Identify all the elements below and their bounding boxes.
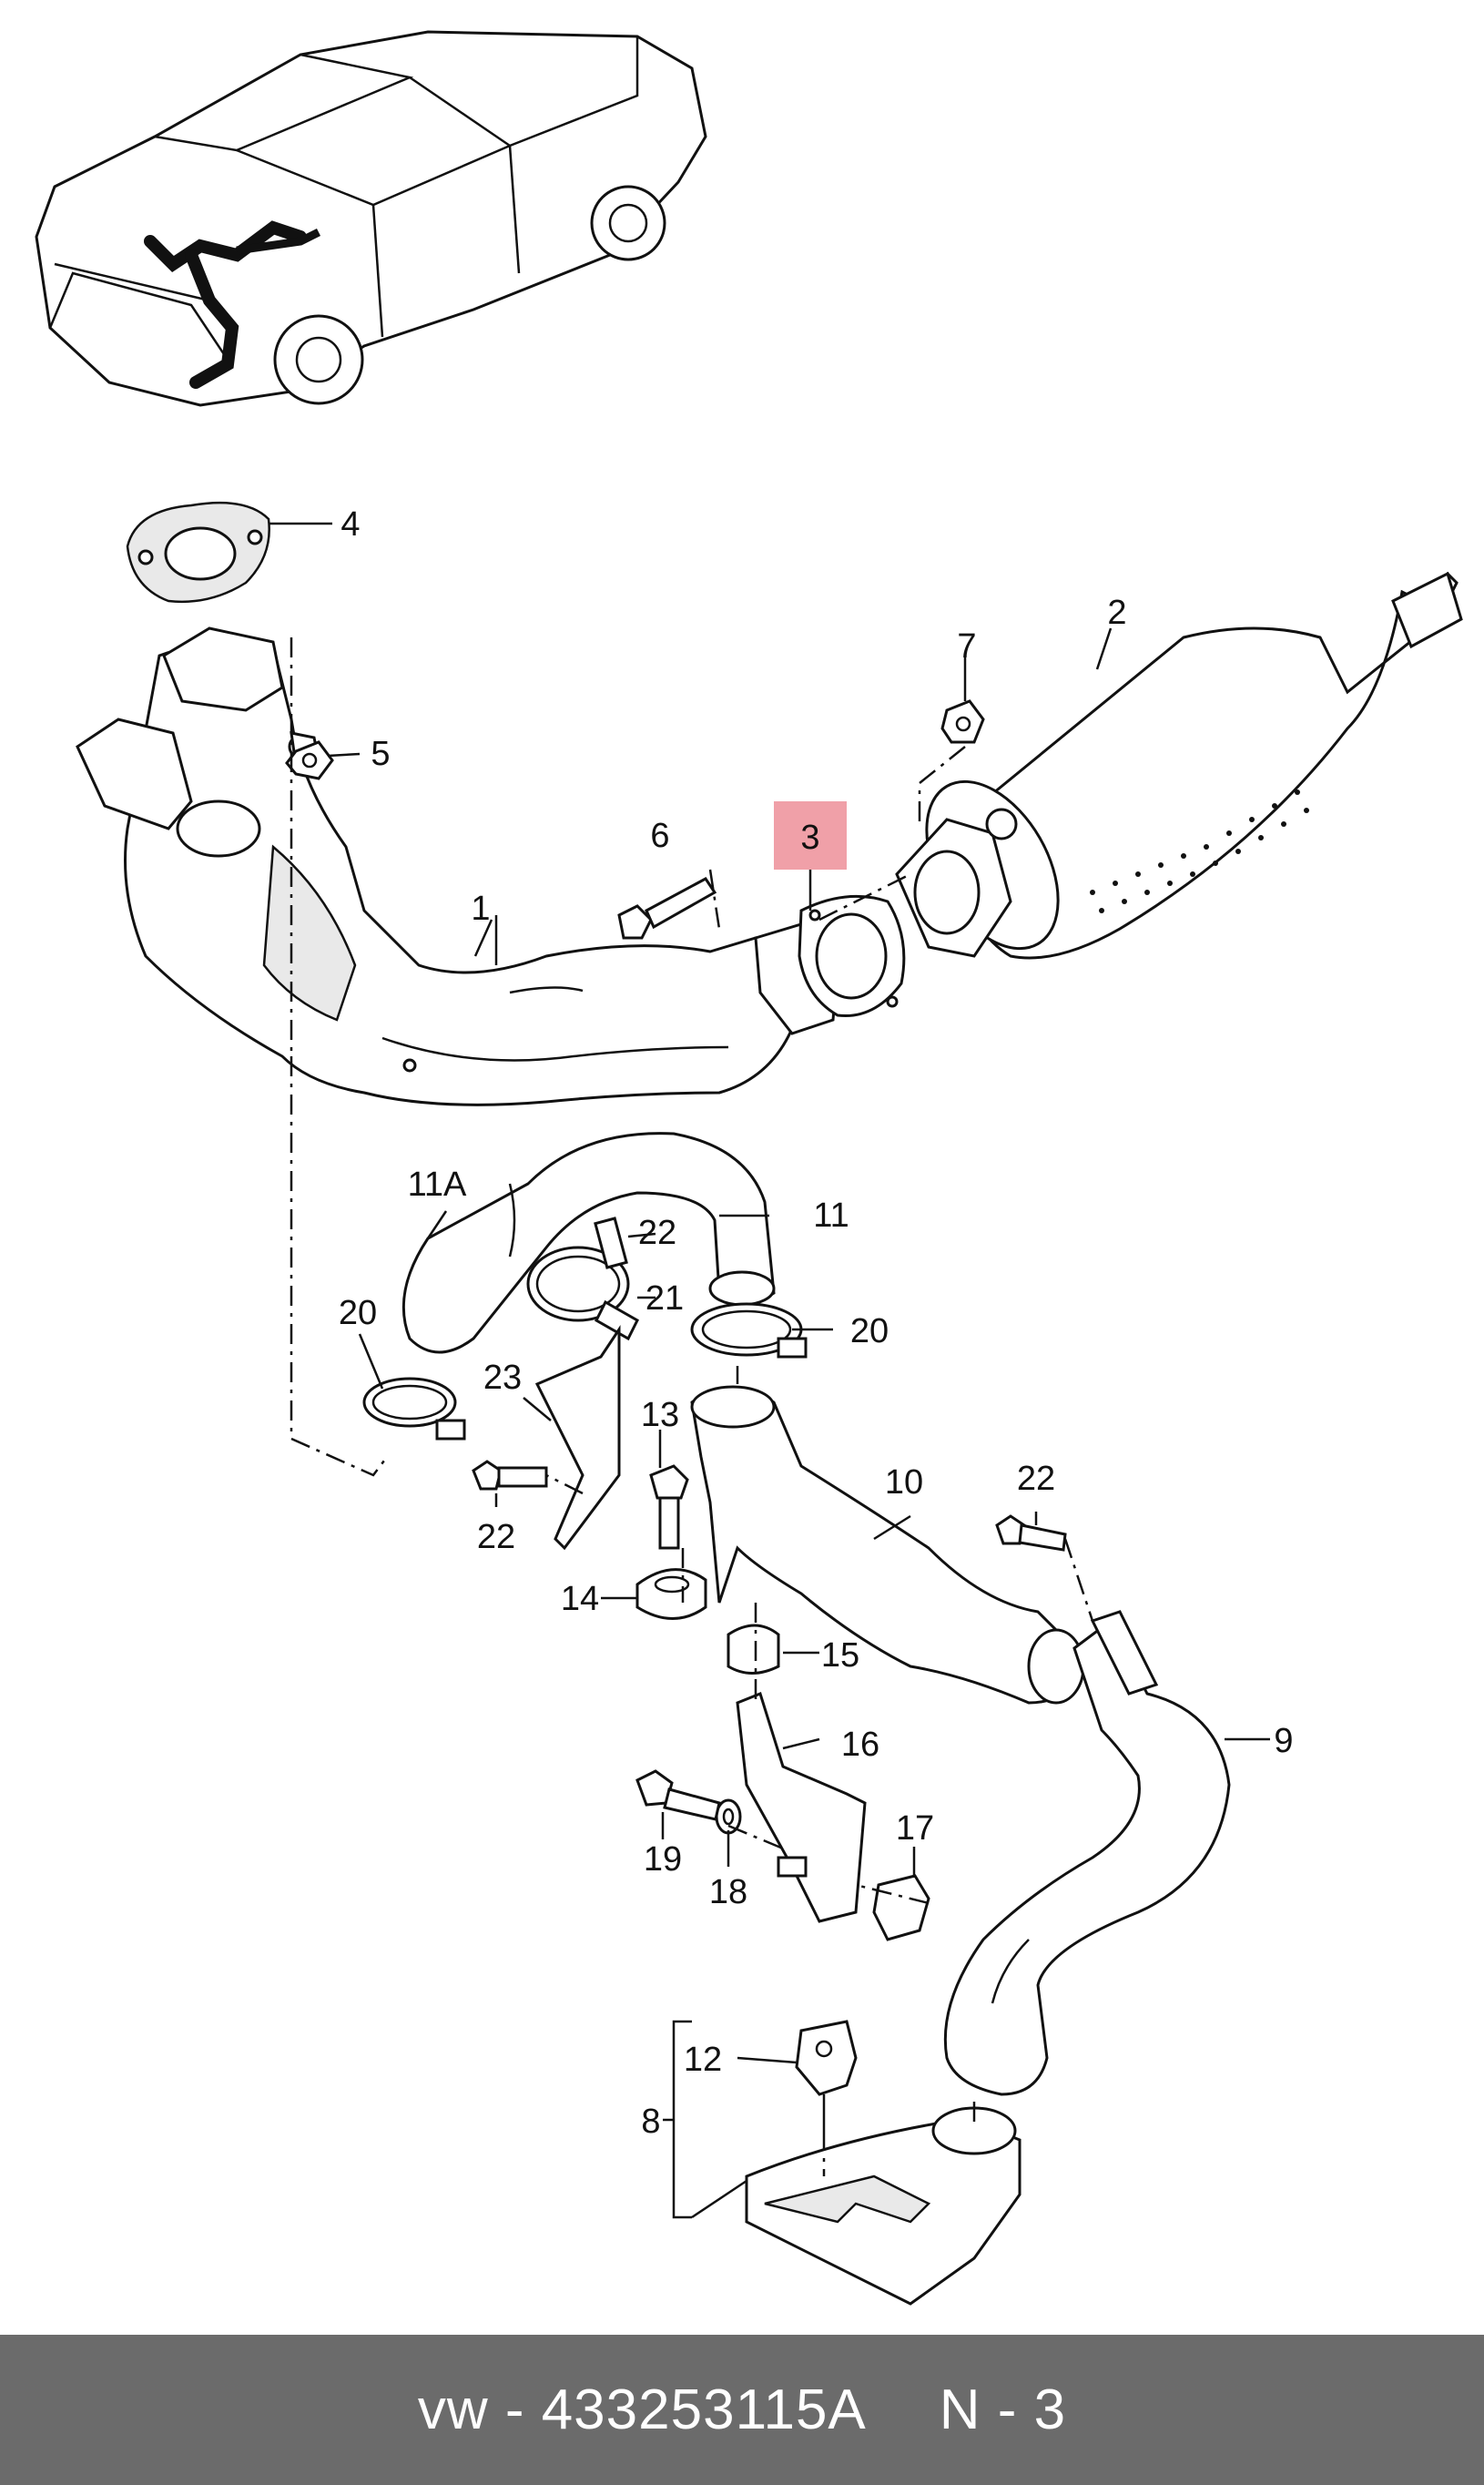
- callout-17: 17: [896, 1809, 934, 1848]
- callout-2: 2: [1107, 594, 1126, 632]
- callout-4: 4: [341, 505, 360, 544]
- assembly-lines: [290, 637, 1094, 2176]
- callout-8: 8: [641, 2103, 660, 2141]
- callout-22-right: 22: [1017, 1460, 1055, 1498]
- nut-part-5: [285, 740, 334, 780]
- bracket-part-23: [534, 1325, 621, 1551]
- callout-21: 21: [645, 1279, 684, 1318]
- nut-part-7: [940, 699, 985, 744]
- callout-3: 3: [800, 819, 819, 857]
- clip-part-17: [872, 1874, 930, 1941]
- bolt-part-22-left: [472, 1460, 548, 1491]
- footer-bar: vw - 433253115A N - 3: [0, 2335, 1484, 2485]
- callout-labels: 1 2 3 4 5 6 7 8 9 10 11 11A 12 13 14 15 …: [339, 505, 1294, 2141]
- callout-7: 7: [957, 627, 976, 666]
- hanger-part-12: [795, 2020, 858, 2131]
- callout-20-right: 20: [850, 1312, 889, 1350]
- bolt-part-22-upper: [594, 1217, 628, 1269]
- callout-22-left: 22: [477, 1518, 515, 1556]
- mount-part-14: [635, 1568, 707, 1620]
- bolt-part-6: [617, 877, 717, 940]
- washer-part-18: [715, 1798, 742, 1835]
- bolt-part-19: [635, 1769, 721, 1821]
- bracket-part-16: [736, 1692, 867, 1923]
- converter-part-2: [895, 571, 1463, 960]
- pipe-part-10: [690, 1385, 1085, 1705]
- callout-19: 19: [644, 1840, 682, 1879]
- mount-part-15: [727, 1624, 780, 1675]
- callout-23: 23: [483, 1359, 522, 1397]
- callout-12: 12: [684, 2041, 722, 2079]
- leader-lines: [269, 522, 1270, 2219]
- tail-pipe-part-9: [943, 1610, 1231, 2096]
- callout-11a: 11A: [408, 1166, 467, 1204]
- rear-muffler-part-8: [745, 2106, 1022, 2306]
- bolt-part-22-right: [995, 1514, 1067, 1552]
- callout-18: 18: [709, 1873, 747, 1911]
- clamp-part-21: [526, 1246, 639, 1341]
- part-number-label: vw - 433253115A: [417, 2378, 867, 2441]
- gasket-part-3: [798, 894, 906, 1018]
- gasket-part-4: [126, 501, 270, 604]
- front-pipe-part-1: [76, 626, 839, 1106]
- bolt-part-13: [649, 1464, 689, 1550]
- callout-14: 14: [561, 1580, 599, 1618]
- page-label: N - 3: [939, 2378, 1067, 2441]
- callout-1: 1: [471, 890, 490, 928]
- car-overview: [35, 30, 707, 407]
- callout-22-upper: 22: [638, 1214, 676, 1252]
- exhaust-system-diagram: 1 2 3 4 5 6 7 8 9 10 11 11A 12 13 14 15 …: [35, 30, 1463, 2306]
- callout-11: 11: [813, 1197, 849, 1235]
- callout-20-left: 20: [339, 1294, 377, 1332]
- callout-16: 16: [841, 1726, 879, 1764]
- callout-6: 6: [650, 817, 669, 855]
- callout-10: 10: [885, 1463, 923, 1502]
- callout-5: 5: [371, 735, 390, 773]
- clamp-part-20-left: [362, 1377, 466, 1441]
- callout-15: 15: [821, 1636, 859, 1675]
- callout-13: 13: [641, 1396, 679, 1434]
- intermediate-pipe-part-11: [401, 1132, 776, 1354]
- callout-9: 9: [1274, 1722, 1293, 1760]
- heat-shield-perforation: [1090, 789, 1309, 913]
- highlight-box-part-3: [774, 801, 847, 870]
- clamp-part-20-right: [690, 1302, 808, 1359]
